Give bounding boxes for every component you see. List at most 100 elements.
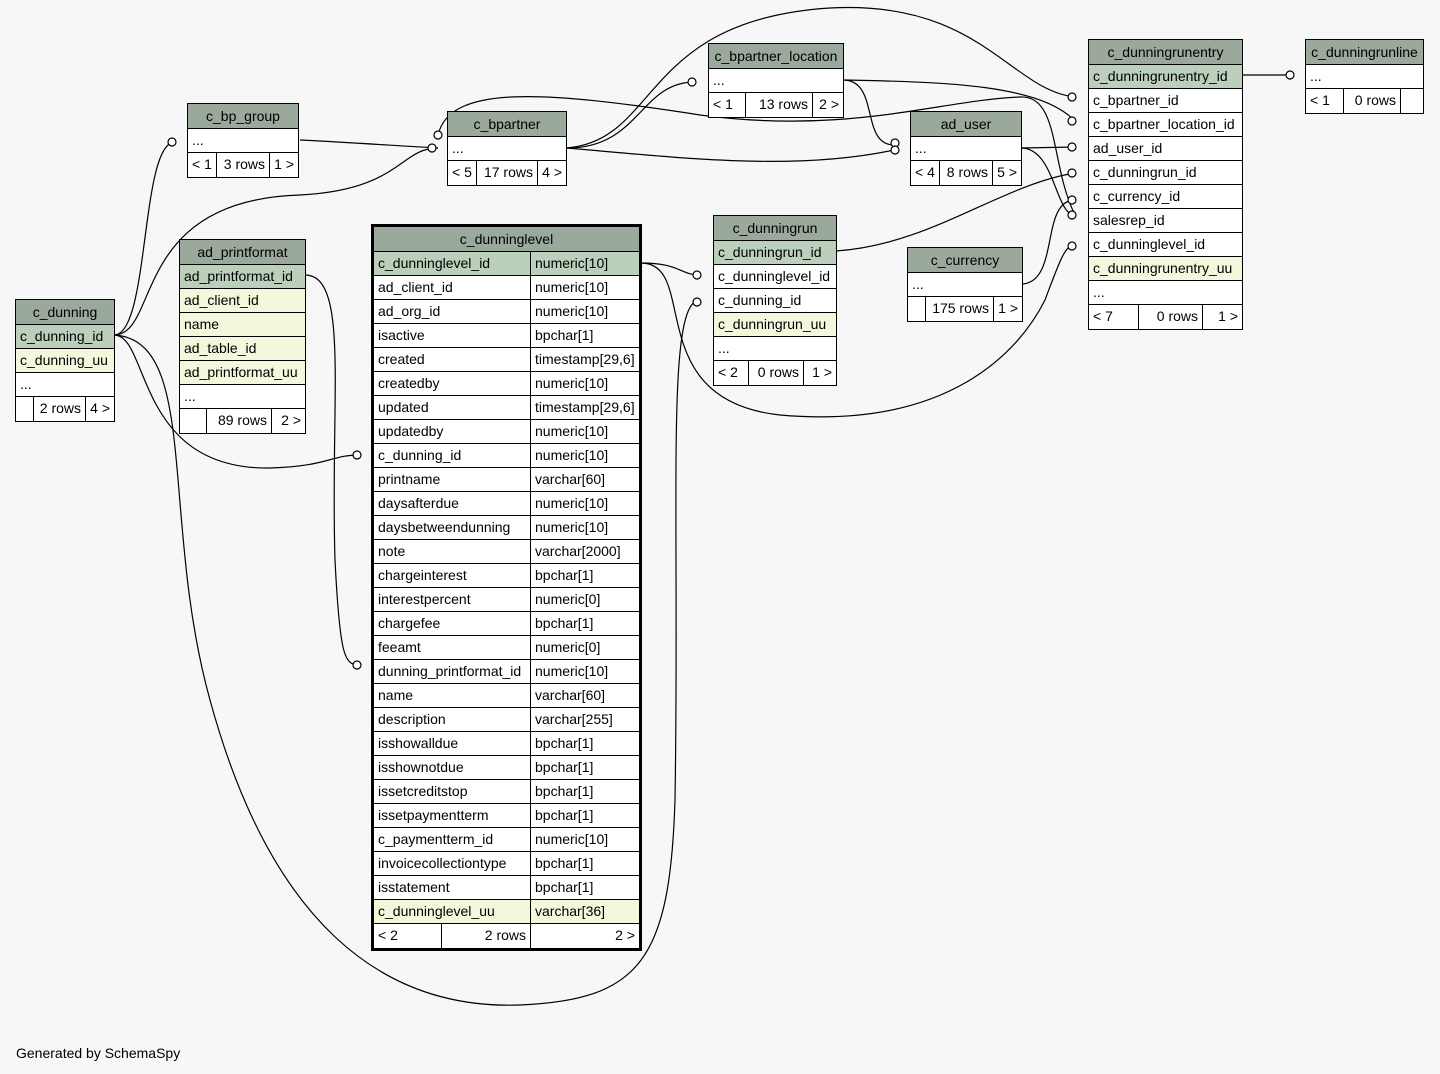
table-title[interactable]: c_bpartner_location (709, 44, 843, 69)
parents-count[interactable] (16, 397, 34, 421)
children-count[interactable]: 5 > (997, 164, 1017, 180)
column-type: numeric[10] (535, 495, 609, 511)
column-name: invoicecollectiontype (374, 852, 531, 875)
parents-count[interactable]: < 7 (1089, 305, 1139, 329)
parents-count[interactable]: < 4 (911, 161, 940, 185)
column-name: chargeinterest (374, 564, 531, 587)
row-count: 2 rows (442, 924, 531, 948)
row-count: 175 rows (926, 297, 994, 321)
column-name: c_currency_id (1093, 188, 1181, 204)
column-name: ad_printformat_id (184, 268, 293, 284)
children-count[interactable]: 4 > (90, 400, 110, 416)
column-name: isstatement (374, 876, 531, 899)
children-count[interactable]: 1 > (274, 156, 294, 172)
column-type: bpchar[1] (535, 615, 594, 631)
table-title[interactable]: c_dunningrunline (1306, 40, 1423, 65)
table-c-bpartner-location[interactable]: c_bpartner_location ... < 1 13 rows 2 > (708, 43, 844, 118)
children-count[interactable] (1401, 89, 1423, 113)
column-type: numeric[10] (535, 279, 609, 295)
column-type: bpchar[1] (535, 735, 594, 751)
children-count[interactable]: 1 > (1218, 308, 1238, 324)
table-title[interactable]: c_bpartner (448, 112, 566, 137)
footer-generated-by: Generated by SchemaSpy (16, 1045, 181, 1061)
column-type: bpchar[1] (535, 783, 594, 799)
column-type: varchar[60] (535, 471, 606, 487)
column-name: issetcreditstop (374, 780, 531, 803)
column-name: isshowalldue (374, 732, 531, 755)
column-type: numeric[10] (535, 831, 609, 847)
table-c-currency[interactable]: c_currency ... 175 rows 1 > (907, 247, 1023, 322)
rel-dunning-bpgroup (113, 141, 176, 336)
row-count: 13 rows (746, 93, 813, 117)
column-name: ad_client_id (374, 276, 531, 299)
children-count[interactable]: 1 > (998, 300, 1018, 316)
column-name: ... (1093, 284, 1105, 300)
table-title[interactable]: c_dunninglevel (374, 227, 639, 252)
parents-count[interactable]: < 1 (709, 93, 746, 117)
column-name: ad_org_id (374, 300, 531, 323)
rel-level-run (640, 262, 701, 276)
parents-count[interactable]: < 5 (448, 161, 477, 185)
table-c-dunningrun[interactable]: c_dunningrun c_dunningrun_id c_dunningle… (713, 215, 837, 386)
rel-bpartner-location (566, 81, 696, 149)
column-name: printname (374, 468, 531, 491)
children-count[interactable]: 2 > (615, 927, 635, 943)
table-title[interactable]: ad_printformat (180, 240, 305, 265)
table-c-dunningrunline[interactable]: c_dunningrunline ... < 1 0 rows (1305, 39, 1424, 114)
column-name: c_dunningrunentry_id (1093, 68, 1228, 84)
children-count[interactable]: 2 > (281, 412, 301, 428)
column-name: isactive (374, 324, 531, 347)
column-name: created (374, 348, 531, 371)
parents-count[interactable]: < 1 (1306, 89, 1344, 113)
column-name: ... (912, 276, 924, 292)
column-name: ... (184, 388, 196, 404)
rel-bpgroup-bpartner (299, 139, 439, 149)
table-c-bpartner[interactable]: c_bpartner ... < 5 17 rows 4 > (447, 111, 567, 186)
table-title[interactable]: ad_user (911, 112, 1021, 137)
column-name: c_dunninglevel_id (1093, 236, 1206, 252)
table-ad-user[interactable]: ad_user ... < 4 8 rows 5 > (910, 111, 1022, 186)
table-title[interactable]: c_bp_group (188, 104, 298, 129)
parents-count[interactable]: < 2 (374, 924, 442, 948)
column-type: numeric[0] (535, 639, 601, 655)
rel-printformat-level (304, 274, 361, 666)
children-count[interactable]: 1 > (812, 364, 832, 380)
column-name: createdby (374, 372, 531, 395)
column-name: c_dunning_id (374, 444, 531, 467)
column-name: ... (915, 140, 927, 156)
table-title[interactable]: c_dunning (16, 300, 114, 325)
column-name: ad_client_id (184, 292, 259, 308)
column-type: numeric[10] (535, 447, 609, 463)
parents-count[interactable] (180, 409, 207, 433)
children-count[interactable]: 4 > (542, 164, 562, 180)
table-c-bp-group[interactable]: c_bp_group ... < 1 3 rows 1 > (187, 103, 299, 178)
column-name: isshownotdue (374, 756, 531, 779)
table-c-dunning[interactable]: c_dunning c_dunning_id c_dunning_uu ... … (15, 299, 115, 422)
table-c-dunningrunentry[interactable]: c_dunningrunentry c_dunningrunentry_id c… (1088, 39, 1243, 330)
column-type: timestamp[29,6] (535, 399, 635, 415)
children-count[interactable]: 2 > (819, 96, 839, 112)
column-name: c_dunninglevel_id (718, 268, 831, 284)
parents-count[interactable] (908, 297, 926, 321)
parents-count[interactable]: < 1 (188, 153, 217, 177)
column-name: c_bpartner_id (1093, 92, 1179, 108)
parents-count[interactable]: < 2 (714, 361, 749, 385)
table-ad-printformat[interactable]: ad_printformat ad_printformat_id ad_clie… (179, 239, 306, 434)
table-title[interactable]: c_currency (908, 248, 1022, 273)
table-title[interactable]: c_dunningrun (714, 216, 836, 241)
column-name: c_bpartner_location_id (1093, 116, 1235, 132)
column-name: c_dunninglevel_id (374, 252, 531, 275)
table-title[interactable]: c_dunningrunentry (1089, 40, 1242, 65)
